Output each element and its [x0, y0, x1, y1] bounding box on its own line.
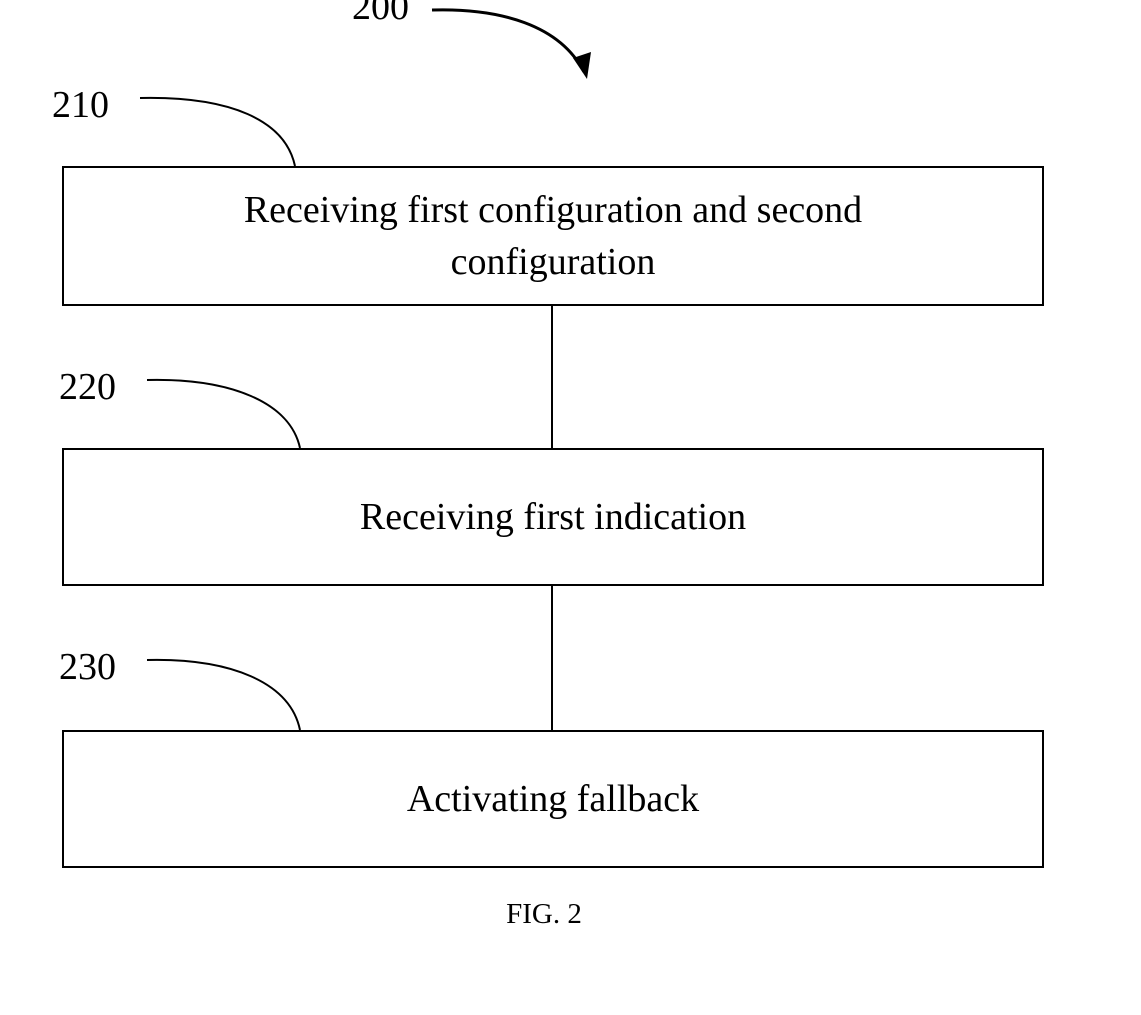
leader-line-220 — [147, 380, 300, 448]
figure-arrowhead — [573, 52, 591, 79]
figure-caption: FIG. 2 — [0, 898, 1088, 931]
figure-number-label: 200 — [352, 0, 409, 26]
step-ref-220: 220 — [59, 368, 116, 406]
step-ref-210: 210 — [52, 86, 109, 124]
step-text-230: Activating fallback — [173, 773, 933, 825]
step-text-220: Receiving first indication — [173, 491, 933, 543]
leader-line-230 — [147, 660, 300, 730]
step-ref-230: 230 — [59, 648, 116, 686]
step-box-210: Receiving first configuration and second… — [62, 166, 1044, 306]
figure-leader-arrow — [432, 10, 584, 72]
step-text-210: Receiving first configuration and second… — [173, 184, 933, 288]
leader-line-210 — [140, 98, 295, 166]
step-box-220: Receiving first indication — [62, 448, 1044, 586]
step-box-230: Activating fallback — [62, 730, 1044, 868]
